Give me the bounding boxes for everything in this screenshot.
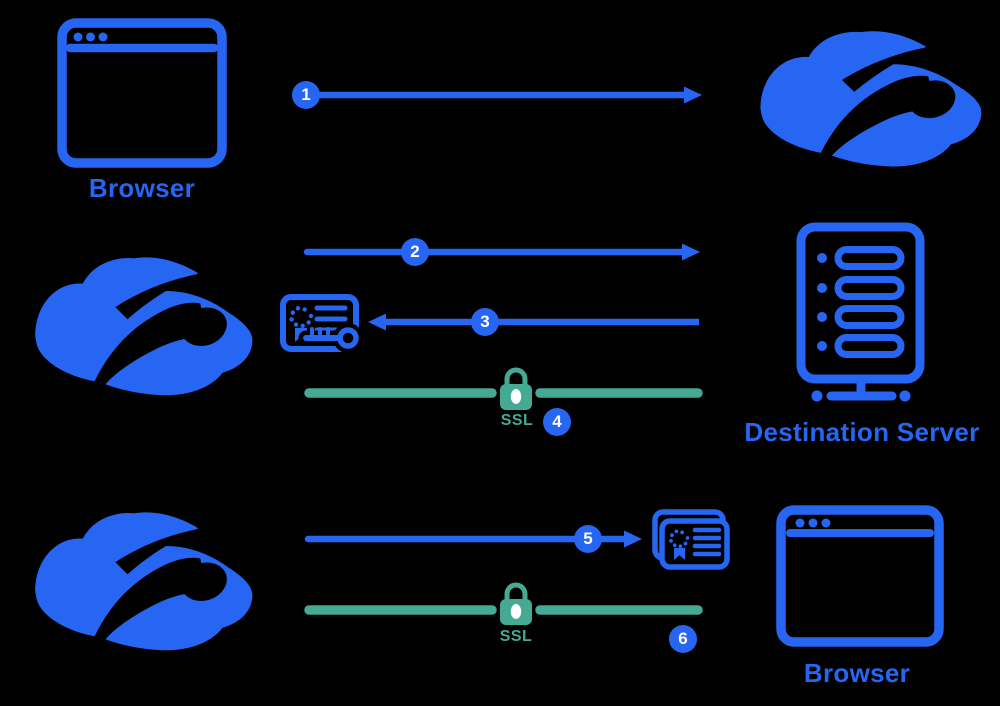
browser-bottom-label: Browser: [803, 658, 911, 688]
browser-top-label: Browser: [88, 173, 196, 203]
step-badge-2: 2: [410, 242, 420, 261]
certificate-with-key-icon: [280, 294, 363, 353]
browser-window-icon: [776, 505, 944, 647]
certificate-stack-icon: [652, 509, 730, 570]
ssl-line-row3: [304, 585, 703, 653]
step-badge-5: 5: [583, 529, 593, 548]
step-arrow-2: [303, 238, 700, 266]
step-arrow-1: [292, 81, 702, 109]
browser-window-icon: [57, 18, 227, 168]
step-arrow-5: [304, 525, 642, 553]
ssl-label-row3: SSL: [499, 628, 533, 645]
badge-circle-6: [669, 625, 697, 653]
server-rack-icon: [796, 222, 925, 402]
step-badge-6: 6: [678, 629, 688, 648]
badge-circle-4: [543, 408, 571, 436]
destination-server-label: Destination Server: [744, 417, 980, 447]
padlock-icon: [500, 370, 532, 410]
padlock-icon: [500, 585, 532, 625]
step-badge-1: 1: [301, 85, 311, 104]
step-badge-4: 4: [552, 412, 562, 431]
zscaler-cloud-icon: [35, 257, 253, 396]
step-badge-3: 3: [480, 312, 490, 331]
badge-circle-3: [471, 308, 499, 336]
zscaler-cloud-icon: [35, 512, 253, 651]
step-arrow-3: [368, 308, 699, 336]
badge-circle-2: [401, 238, 429, 266]
badge-circle-1: [292, 81, 320, 109]
badge-circle-5: [574, 525, 602, 553]
zscaler-cloud-icon: [760, 31, 982, 167]
ssl-line-row2: [304, 370, 703, 436]
ssl-label-row2: SSL: [500, 412, 534, 429]
